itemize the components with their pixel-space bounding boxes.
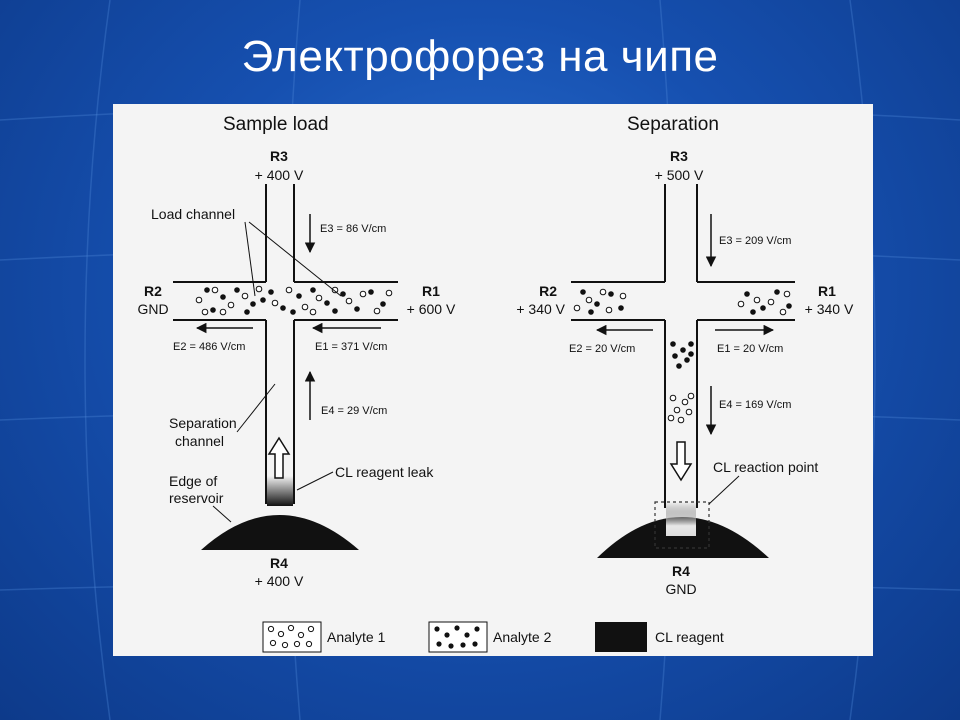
left-edge-label-1: Edge of (169, 473, 217, 489)
right-band-analyte2 (670, 341, 694, 369)
left-load-channel-pointers (244, 221, 342, 297)
legend: Analyte 1 Analyte 2 CL reagent (262, 621, 724, 653)
right-r3-name: R3 (670, 148, 688, 164)
left-separation-channel-label-2: channel (175, 433, 224, 449)
right-flow-down-icon (669, 441, 693, 482)
right-r1-voltage: + 340 V (805, 301, 854, 317)
left-load-channel-label: Load channel (151, 206, 235, 222)
right-e2-label: E2 = 20 V/cm (569, 343, 635, 355)
electrophoresis-figure: Sample load R3 + 400 V (113, 104, 873, 656)
right-r2-name: R2 (539, 283, 557, 299)
right-reservoir (597, 517, 769, 558)
left-reagent-leak (267, 476, 293, 506)
right-r2-voltage: + 340 V (516, 301, 565, 317)
right-r3-voltage: + 500 V (655, 167, 704, 183)
left-edge-pointer (212, 505, 232, 523)
left-e1-label: E1 = 371 V/cm (315, 341, 387, 353)
left-r2-name: R2 (144, 283, 162, 299)
right-band-analyte1 (667, 392, 695, 424)
right-analyte-mix-right (737, 289, 792, 316)
left-panel: Sample load R3 + 400 V (137, 114, 456, 589)
right-cl-point-label: CL reaction point (713, 459, 818, 475)
right-r1-name: R1 (818, 283, 836, 299)
left-cl-leak-pointer (296, 471, 334, 491)
right-heading: Separation (627, 114, 719, 135)
right-cl-point-pointer (708, 475, 740, 505)
legend-analyte1-label: Analyte 1 (327, 629, 386, 645)
right-e4-label: E4 = 169 V/cm (719, 399, 791, 411)
left-r1-name: R1 (422, 283, 440, 299)
right-reaction-zone (666, 502, 696, 536)
left-r2-voltage: GND (137, 301, 168, 317)
right-e3-label: E3 = 209 V/cm (719, 235, 791, 247)
right-r4-name: R4 (672, 563, 690, 579)
right-e1-label: E1 = 20 V/cm (717, 343, 783, 355)
left-analyte-mix (195, 285, 393, 316)
chip-diagram: Sample load R3 + 400 V (137, 114, 854, 653)
legend-cl-reagent-swatch (595, 622, 647, 652)
left-separation-pointer (236, 383, 276, 433)
left-reservoir (201, 515, 359, 550)
slide-title: Электрофорез на чипе (241, 32, 719, 81)
left-separation-channel-label-1: Separation (169, 415, 237, 431)
right-analyte-mix-left (573, 288, 627, 315)
legend-analyte2-label: Analyte 2 (493, 629, 552, 645)
right-r4-voltage: GND (665, 581, 696, 597)
left-e3-label: E3 = 86 V/cm (320, 223, 386, 235)
left-r3-voltage: + 400 V (255, 167, 304, 183)
left-r3-name: R3 (270, 148, 288, 164)
left-e2-label: E2 = 486 V/cm (173, 341, 245, 353)
left-e4-label: E4 = 29 V/cm (321, 405, 387, 417)
right-reaction-box (654, 501, 710, 549)
legend-cl-reagent-label: CL reagent (655, 629, 724, 645)
left-heading: Sample load (223, 114, 329, 135)
left-r4-name: R4 (270, 555, 288, 571)
left-r4-voltage: + 400 V (255, 573, 304, 589)
left-channel-walls (173, 184, 398, 504)
left-cl-leak-label: CL reagent leak (335, 464, 434, 480)
right-channel-walls (571, 184, 795, 508)
left-flow-up-icon (267, 436, 291, 479)
left-edge-label-2: reservoir (169, 490, 224, 506)
right-panel: Separation R3 + 500 V (516, 114, 854, 597)
left-r1-voltage: + 600 V (407, 301, 456, 317)
